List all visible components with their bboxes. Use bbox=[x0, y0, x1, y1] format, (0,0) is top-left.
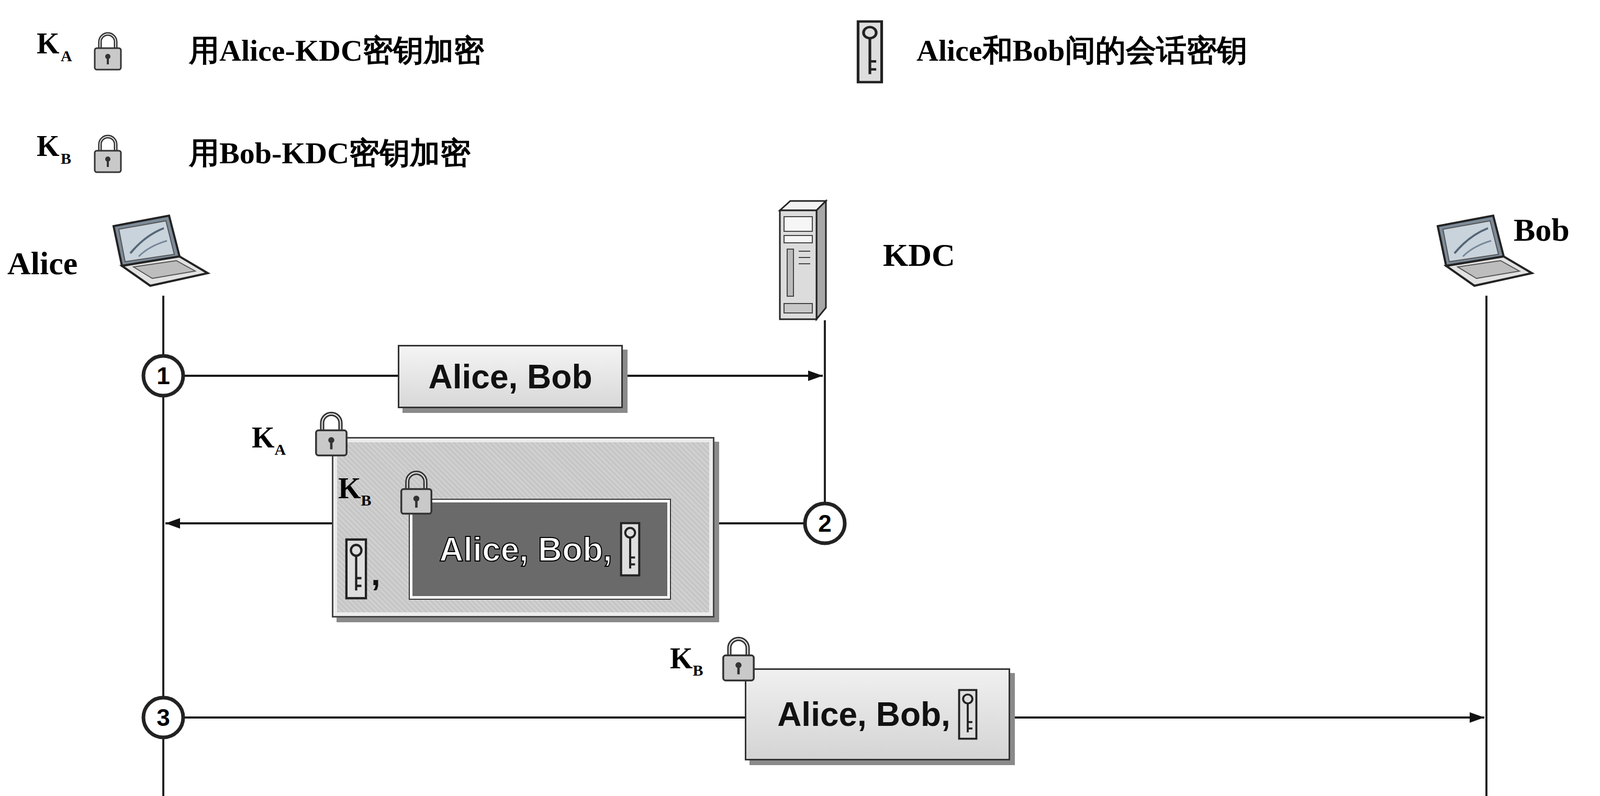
step-number: 3 bbox=[142, 696, 185, 739]
key-subscript: A bbox=[274, 440, 287, 458]
step-number: 2 bbox=[803, 502, 846, 545]
lifeline bbox=[823, 320, 826, 504]
session-key-icon bbox=[856, 19, 884, 84]
lock-icon bbox=[720, 633, 757, 683]
key-subscript: B bbox=[692, 661, 704, 679]
server-icon bbox=[779, 200, 826, 320]
lifeline bbox=[1485, 295, 1488, 796]
key-subscript: B bbox=[361, 491, 372, 509]
key-symbol: K bbox=[338, 472, 362, 505]
key-symbol: K bbox=[669, 642, 693, 675]
lock-icon bbox=[92, 129, 124, 176]
lock-icon bbox=[92, 27, 124, 74]
lock-icon bbox=[398, 467, 435, 516]
key-subscript: A bbox=[60, 48, 73, 64]
encrypted-envelope: KA,KBAlice, Bob, bbox=[331, 437, 715, 618]
key-symbol: K bbox=[36, 28, 60, 59]
session-key-icon bbox=[344, 538, 368, 600]
session-key-icon bbox=[619, 521, 641, 577]
encrypted-ticket: KBAlice, Bob, bbox=[409, 499, 670, 599]
legend-text: 用Bob-KDC密钥加密 bbox=[188, 135, 471, 172]
separator-text: , bbox=[371, 556, 381, 591]
key-symbol: K bbox=[251, 421, 275, 454]
message-text: Alice, Bob, bbox=[777, 695, 951, 734]
encrypted-ticket: KBAlice, Bob, bbox=[744, 668, 1011, 761]
legend-text: 用Alice-KDC密钥加密 bbox=[188, 32, 485, 70]
lock-icon bbox=[312, 408, 350, 458]
actor-name: Bob bbox=[1513, 211, 1570, 249]
step-number: 1 bbox=[142, 354, 185, 397]
laptop-icon bbox=[113, 215, 208, 286]
actor-name: KDC bbox=[882, 236, 956, 274]
message-box: Alice, Bob bbox=[397, 344, 623, 409]
session-key-icon bbox=[957, 688, 978, 741]
key-symbol: K bbox=[36, 131, 60, 161]
actor-name: Alice bbox=[7, 244, 78, 282]
legend-text: Alice和Bob间的会话密钥 bbox=[916, 32, 1248, 70]
message-text: Alice, Bob bbox=[428, 357, 593, 397]
key-subscript: B bbox=[60, 150, 72, 167]
message-text: Alice, Bob, bbox=[439, 530, 613, 569]
